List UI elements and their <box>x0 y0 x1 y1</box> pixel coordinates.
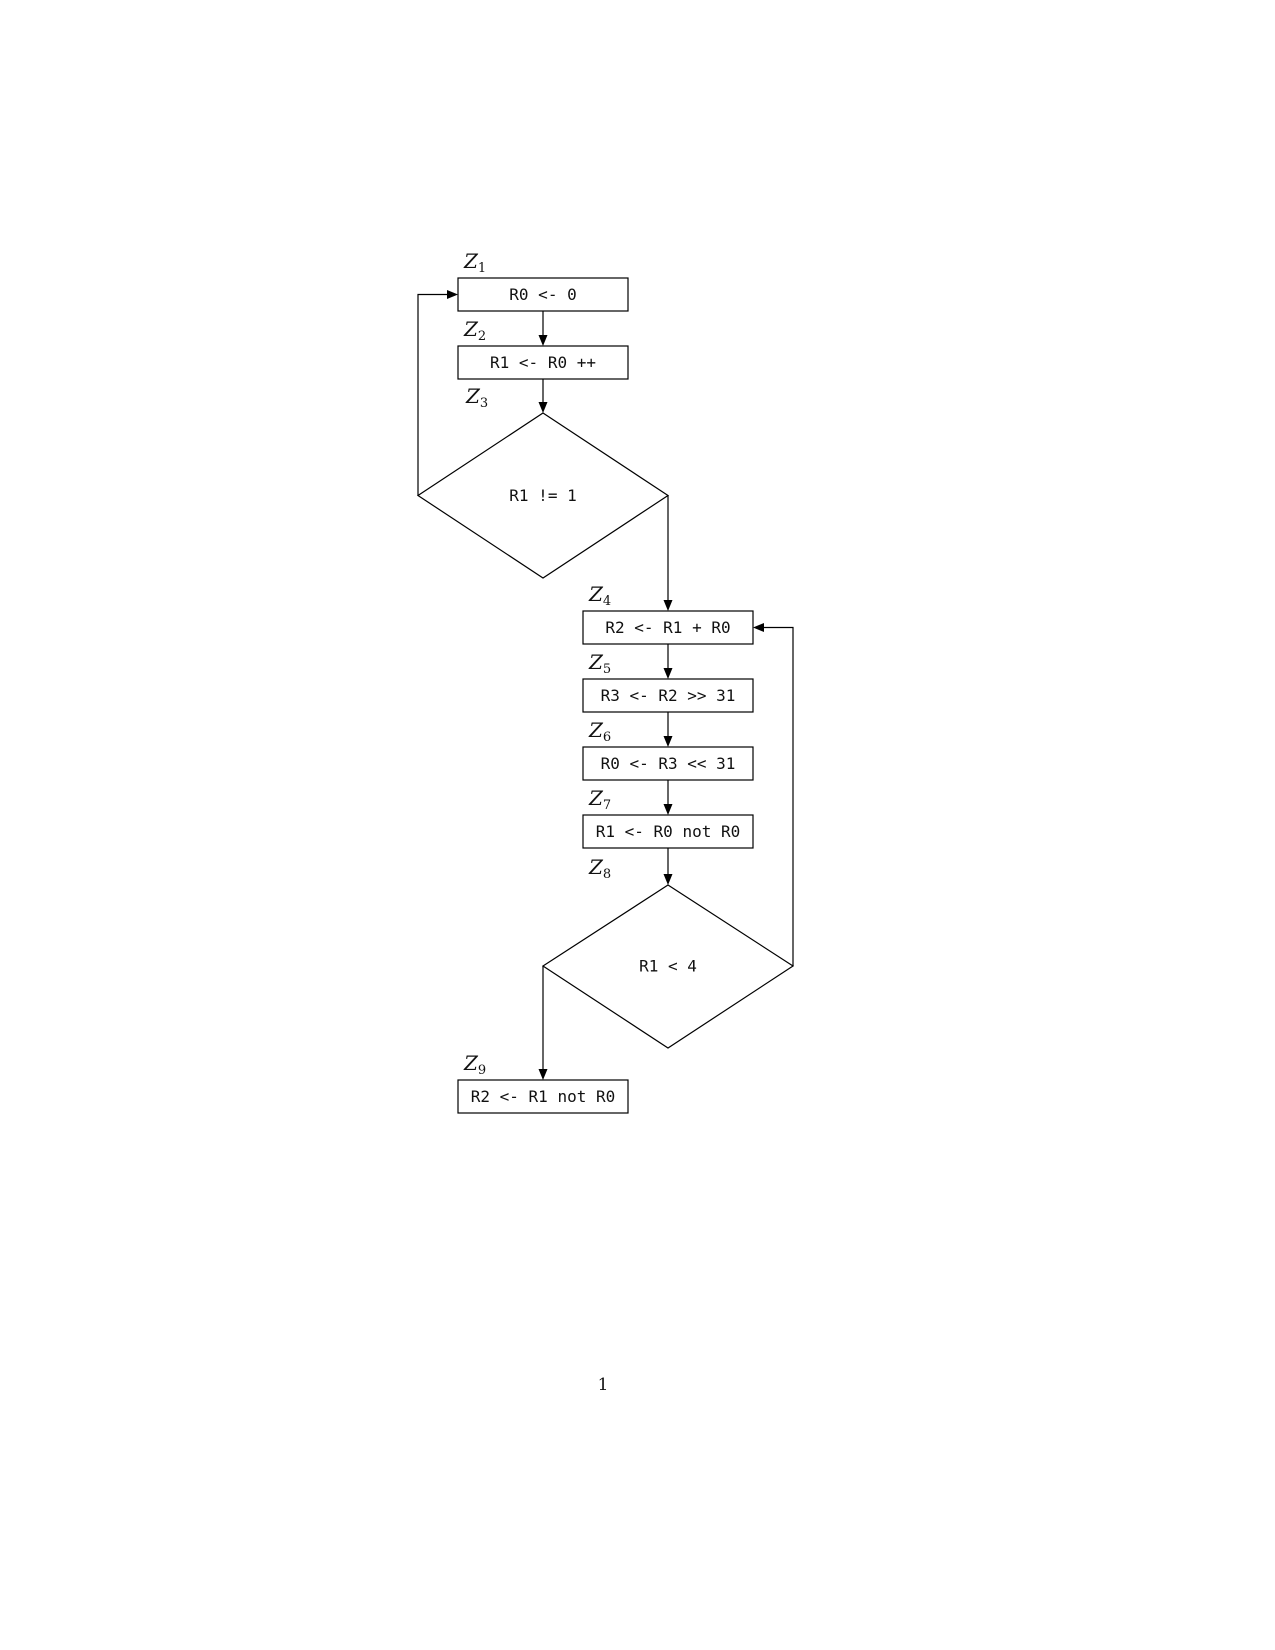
process-text: R2 <- R1 + R0 <box>605 618 730 637</box>
label-subscript: 9 <box>478 1063 486 1078</box>
arrowhead-icon <box>663 600 673 611</box>
node-label: Z2 <box>463 317 486 344</box>
arrowhead-icon <box>538 402 548 413</box>
label-base: Z <box>588 650 604 674</box>
node-z4: Z4 R2 <- R1 + R0 <box>582 582 754 645</box>
connector-z6-z7 <box>663 780 673 815</box>
label-subscript: 7 <box>603 798 611 813</box>
decision-diamond <box>416 412 670 579</box>
arrowhead-icon <box>663 874 673 885</box>
node-z3: Z3 R1 != 1 <box>416 384 670 579</box>
label-base: Z <box>463 249 479 273</box>
node-label: Z1 <box>463 249 486 276</box>
node-label: Z3 <box>465 384 488 411</box>
node-label: Z6 <box>588 718 611 745</box>
arrowhead-icon <box>447 290 458 299</box>
node-z2: Z2 R1 <- R0 ++ <box>457 317 629 380</box>
node-z7: Z7 R1 <- R0 not R0 <box>582 786 754 849</box>
connector-z3-z4 <box>663 495 673 611</box>
connector-z1-z2 <box>538 311 548 346</box>
process-text: R1 <- R0 not R0 <box>596 822 741 841</box>
connector-z4-z5 <box>663 644 673 679</box>
arrowhead-icon <box>538 1069 548 1080</box>
node-label: Z4 <box>588 582 611 609</box>
node-z9: Z9 R2 <- R1 not R0 <box>457 1051 629 1114</box>
process-text: R0 <- R3 << 31 <box>601 754 736 773</box>
decision-text: R1 < 4 <box>639 957 697 976</box>
label-subscript: 1 <box>478 261 486 276</box>
process-text: R3 <- R2 >> 31 <box>601 686 736 705</box>
node-z6: Z6 R0 <- R3 << 31 <box>582 718 754 781</box>
process-box <box>457 1079 629 1114</box>
arrowhead-icon <box>663 804 673 815</box>
label-subscript: 3 <box>480 396 488 411</box>
process-text: R2 <- R1 not R0 <box>471 1087 616 1106</box>
label-base: Z <box>588 855 604 879</box>
arrowhead-icon <box>538 335 548 346</box>
page-number: 1 <box>598 1375 609 1395</box>
connector-z2-z3 <box>538 379 548 413</box>
connector-z3-z1-loopback <box>417 290 458 496</box>
node-label: Z9 <box>463 1051 486 1078</box>
process-box <box>582 746 754 781</box>
decision-text: R1 != 1 <box>509 486 576 505</box>
connector-z8-z9 <box>538 966 548 1080</box>
process-box <box>582 678 754 713</box>
process-box <box>582 814 754 849</box>
process-box <box>582 610 754 645</box>
node-z8: Z8 R1 < 4 <box>541 855 795 1049</box>
label-base: Z <box>463 1051 479 1075</box>
connector-z7-z8 <box>663 848 673 885</box>
node-z5: Z5 R3 <- R2 >> 31 <box>582 650 754 713</box>
connector-z8-z4-loopback <box>753 623 794 966</box>
label-base: Z <box>588 786 604 810</box>
arrowhead-icon <box>663 668 673 679</box>
label-subscript: 6 <box>603 730 611 745</box>
node-label: Z5 <box>588 650 611 677</box>
node-label: Z8 <box>588 855 611 882</box>
node-z1: Z1 R0 <- 0 <box>457 249 629 312</box>
decision-diamond <box>541 884 795 1049</box>
process-box <box>457 277 629 312</box>
node-label: Z7 <box>588 786 611 813</box>
label-subscript: 5 <box>603 662 611 677</box>
process-text: R1 <- R0 ++ <box>490 353 596 372</box>
label-subscript: 4 <box>603 594 611 609</box>
label-base: Z <box>588 582 604 606</box>
label-base: Z <box>465 384 481 408</box>
flow-line <box>764 626 794 966</box>
connector-z5-z6 <box>663 712 673 747</box>
label-base: Z <box>463 317 479 341</box>
flow-line <box>417 293 448 496</box>
label-subscript: 2 <box>478 329 486 344</box>
arrowhead-icon <box>753 623 764 632</box>
label-subscript: 8 <box>603 867 611 882</box>
process-text: R0 <- 0 <box>509 285 576 304</box>
label-base: Z <box>588 718 604 742</box>
arrowhead-icon <box>663 736 673 747</box>
process-box <box>457 345 629 380</box>
